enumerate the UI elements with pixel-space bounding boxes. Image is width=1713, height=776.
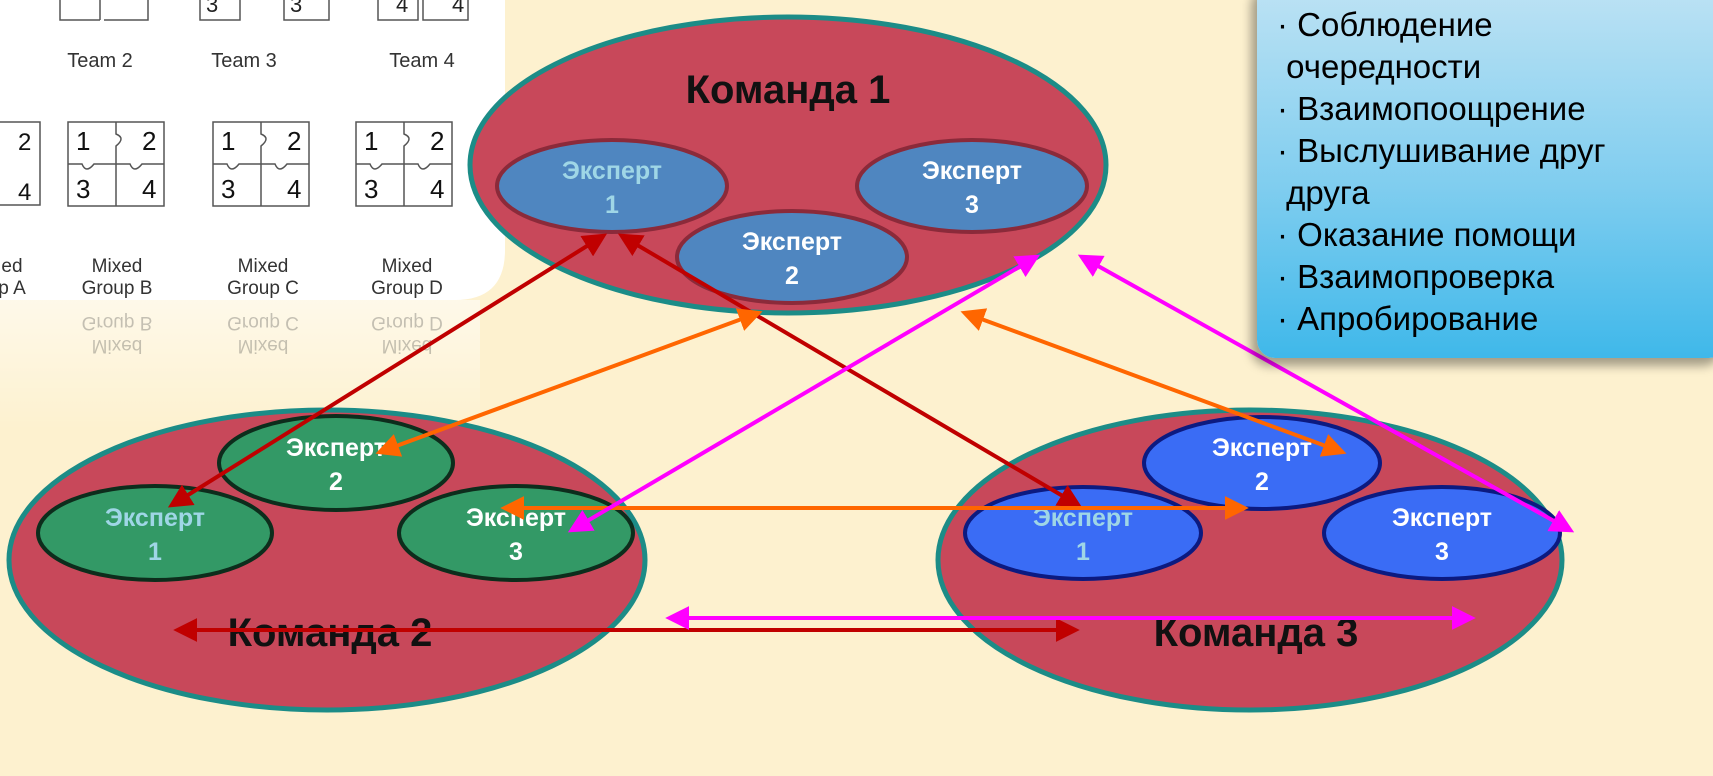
puzzle-tiles: 1 2 3 4 1 2 3 4 1 2 3 4 (67, 121, 453, 207)
arrow-expert3 (1077, 254, 1575, 533)
expert-label-line2: 3 (965, 191, 979, 219)
expert-label-line2: 3 (509, 538, 523, 566)
top-number: 3 (206, 0, 218, 17)
group-label-line1: ed (1, 256, 22, 277)
rule-item: друга (1277, 174, 1370, 211)
rules-callout: · Соблюдение очередности · Взаимопоощрени… (1257, 0, 1713, 358)
tile-number: 1 (221, 126, 235, 156)
tile-number: 3 (364, 174, 378, 204)
rule-item: · Взаимопроверка (1277, 258, 1555, 295)
tile-number: 2 (18, 129, 31, 156)
expert-label-line1: Эксперт (922, 157, 1022, 185)
expert-label-line1: Эксперт (742, 228, 842, 256)
tile-number: 4 (287, 174, 301, 204)
group-label-line1: Mixed (238, 256, 289, 277)
expert-label-line2: 2 (1255, 468, 1269, 496)
team1-expert3 (855, 138, 1089, 234)
tile-number: 2 (142, 126, 156, 156)
reflection-label: Group B (82, 312, 153, 333)
tile-cuts (68, 122, 164, 206)
group-label-line1: Mixed (92, 256, 143, 277)
puzzle-grid: 1 2 3 4 (212, 121, 310, 207)
top-number: 4 (396, 0, 408, 17)
top-number: 3 (290, 0, 302, 17)
rule-item: · Соблюдение (1277, 6, 1493, 43)
reflection-label: Mixed (92, 335, 143, 356)
puzzle-image: 3 3 4 4 Team 2 Team 3 Team 4 2 4 1 2 3 4 1 2 3… (0, 0, 505, 430)
tile-number: 3 (221, 174, 235, 204)
group-label-line2: Group B (82, 278, 153, 299)
reflection-label: Group C (227, 312, 299, 333)
partial-tile (0, 121, 41, 206)
tile-number: 2 (430, 126, 444, 156)
expert-label-line2: 1 (1076, 538, 1090, 566)
rule-item: · Взаимопоощрение (1277, 90, 1586, 127)
expert-label-line1: Эксперт (105, 504, 205, 532)
expert-label-line2: 1 (605, 191, 619, 219)
team-title: Команда 1 (686, 68, 891, 112)
group-label-line2: Group C (227, 278, 299, 299)
puzzle-grid: 1 2 3 4 (67, 121, 165, 207)
puzzle-grid: 1 2 3 4 (355, 121, 453, 207)
team2-expert1 (36, 484, 274, 582)
puzzle-panel (0, 0, 505, 300)
group-label-line2: p A (0, 278, 26, 299)
tile-number: 4 (430, 174, 444, 204)
tile-number: 1 (364, 126, 378, 156)
reflection-label: Group D (371, 312, 443, 333)
team-label: Team 3 (211, 50, 277, 72)
expert-label-line1: Эксперт (1212, 434, 1312, 462)
expert-label-line1: Эксперт (562, 157, 662, 185)
rule-item: · Выслушивание друг (1277, 132, 1606, 169)
expert-label-line2: 1 (148, 538, 162, 566)
team-label: Team 2 (67, 50, 133, 72)
rule-item: очередности (1277, 48, 1482, 85)
expert-label-line2: 3 (1435, 538, 1449, 566)
expert-label-line1: Эксперт (286, 434, 386, 462)
tile-cuts (213, 122, 309, 206)
tile-number: 3 (76, 174, 90, 204)
rule-item: · Апробирование (1277, 300, 1539, 337)
team1-expert1 (495, 138, 729, 234)
team-title: Команда 2 (228, 611, 433, 655)
group-label-line1: Mixed (382, 256, 433, 277)
tile-number: 1 (76, 126, 90, 156)
top-number: 4 (452, 0, 464, 17)
expert-label-line1: Эксперт (1392, 504, 1492, 532)
arrow-expert3 (567, 254, 1041, 533)
top-tiles (59, 0, 469, 21)
tile-cuts (356, 122, 452, 206)
tile-number: 2 (287, 126, 301, 156)
tile-number: 4 (18, 179, 31, 206)
reflection-label: Mixed (238, 335, 289, 356)
team-label: Team 4 (389, 50, 455, 72)
group-label-line2: Group D (371, 278, 443, 299)
rules-list: · Соблюдение очередности · Взаимопоощрени… (1257, 0, 1713, 340)
expert-label-line2: 2 (785, 262, 799, 290)
expert-label-line2: 2 (329, 468, 343, 496)
rule-item: · Оказание помощи (1277, 216, 1577, 253)
tile-number: 4 (142, 174, 156, 204)
